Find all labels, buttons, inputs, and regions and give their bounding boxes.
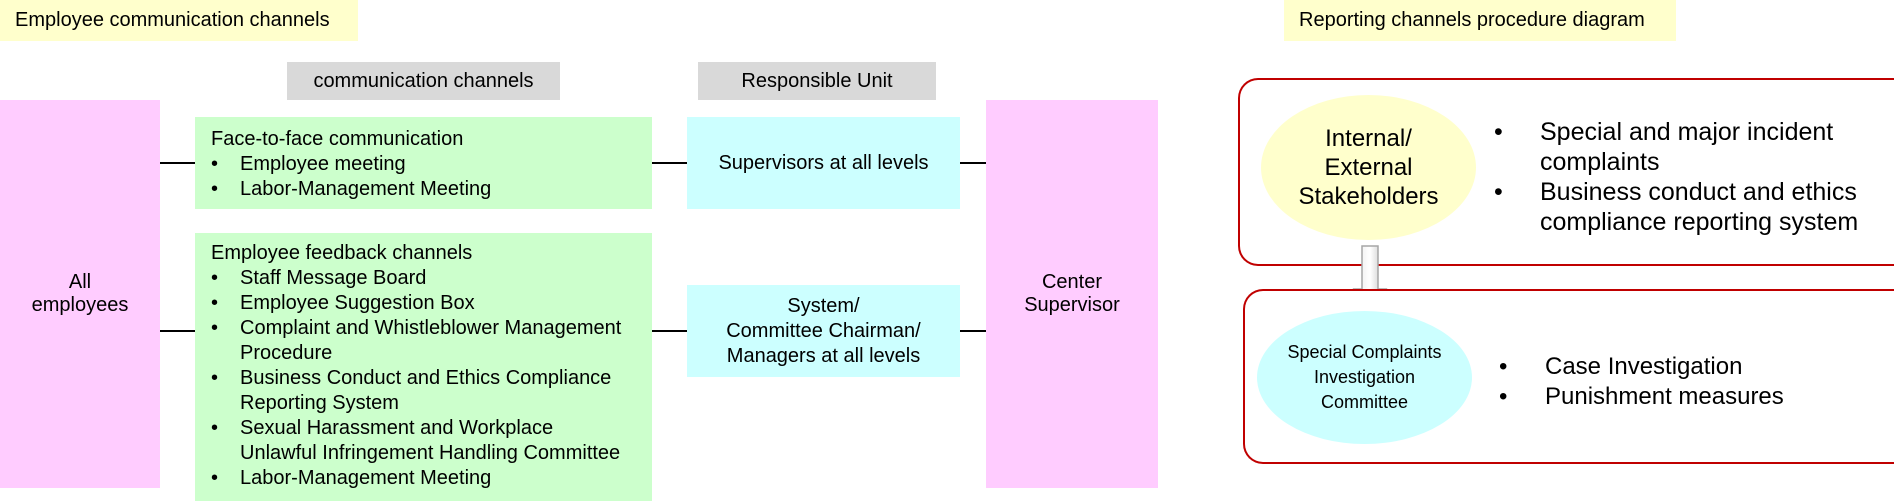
connector-line	[652, 330, 687, 332]
face-to-face-box: Face-to-face communication Employee meet…	[195, 117, 652, 209]
stakeholders-line: Stakeholders	[1298, 183, 1439, 210]
stakeholders-ellipse: Internal/ External Stakeholders	[1261, 95, 1476, 240]
connector-line	[160, 330, 195, 332]
supervisors-box: Supervisors at all levels	[687, 117, 960, 209]
committee-line: Special Complaints	[1287, 342, 1442, 362]
connector-line	[960, 330, 986, 332]
list-item: Employee Suggestion Box	[211, 291, 631, 316]
list-item: Special and major incident complaints	[1494, 117, 1890, 177]
list-item: Business conduct and ethics compliance r…	[1494, 177, 1890, 237]
center-supervisor-box: Center Supervisor	[986, 100, 1158, 488]
right-title: Reporting channels procedure diagram	[1284, 0, 1676, 41]
stakeholder-items: Special and major incident complaints Bu…	[1494, 117, 1890, 237]
header-communication-channels: communication channels	[287, 62, 560, 100]
all-employees-line: All	[68, 271, 92, 293]
system-line: System/	[787, 294, 860, 317]
committee-line: Committee	[1320, 392, 1409, 412]
center-supervisor-line: Center	[1041, 271, 1102, 293]
feedback-list: Staff Message Board Employee Suggestion …	[211, 266, 631, 491]
center-supervisor-line: Supervisor	[1024, 294, 1120, 316]
all-employees-line: employees	[31, 294, 129, 316]
feedback-title: Employee feedback channels	[211, 242, 473, 264]
system-line: Committee Chairman/	[726, 319, 921, 342]
face-to-face-list: Employee meeting Labor-Management Meetin…	[211, 152, 652, 202]
stakeholders-line: Internal/	[1325, 125, 1412, 152]
list-item: Employee meeting	[211, 152, 652, 177]
connector-line	[160, 162, 195, 164]
list-item: Case Investigation	[1499, 352, 1875, 382]
list-item: Staff Message Board	[211, 266, 631, 291]
list-item: Complaint and Whistleblower Management P…	[211, 316, 631, 366]
left-title: Employee communication channels	[0, 0, 358, 41]
system-managers-box: System/ Committee Chairman/ Managers at …	[687, 285, 960, 377]
stakeholders-line: External	[1324, 154, 1413, 181]
system-line: Managers at all levels	[726, 344, 921, 367]
committee-ellipse: Special Complaints Investigation Committ…	[1257, 311, 1472, 444]
list-item: Labor-Management Meeting	[211, 466, 631, 491]
committee-items: Case Investigation Punishment measures	[1499, 352, 1875, 412]
list-item: Sexual Harassment and Workplace Unlawful…	[211, 416, 631, 466]
connector-line	[960, 162, 986, 164]
feedback-channels-box: Employee feedback channels Staff Message…	[195, 233, 652, 501]
header-responsible-unit: Responsible Unit	[698, 62, 936, 100]
committee-line: Investigation	[1313, 367, 1416, 387]
supervisors-label: Supervisors at all levels	[718, 151, 929, 174]
face-to-face-title: Face-to-face communication	[211, 128, 464, 150]
list-item: Punishment measures	[1499, 382, 1875, 412]
list-item: Labor-Management Meeting	[211, 177, 652, 202]
list-item: Business Conduct and Ethics Compliance R…	[211, 366, 631, 416]
all-employees-box: All employees	[0, 100, 160, 488]
connector-line	[652, 162, 687, 164]
